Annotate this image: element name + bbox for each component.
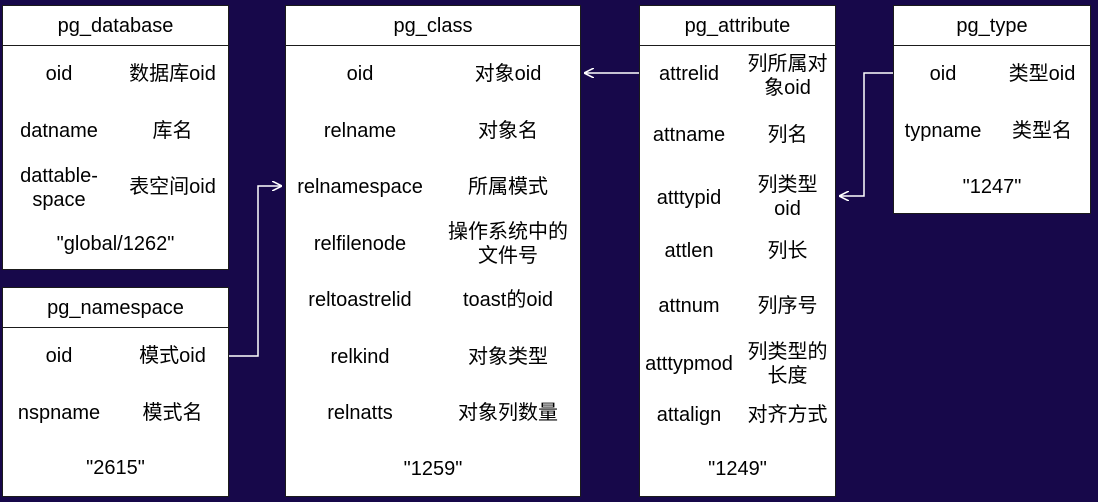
table-pg-attribute: pg_attribute attrelid 列所属对 象oid attname … — [639, 5, 836, 497]
table-pg-namespace: pg_namespace oid 模式oid nspname 模式名 "2615… — [2, 287, 229, 497]
namespace-to-class-connector — [229, 186, 281, 357]
field-desc: 数据库oid — [129, 63, 216, 85]
field-name: oid — [346, 63, 374, 85]
field-desc: 对象类型 — [468, 346, 548, 368]
field-desc: 操作系统中的 文件号 — [448, 221, 568, 267]
field-desc: 模式oid — [139, 345, 206, 367]
field-name: atttypid — [656, 187, 722, 209]
field-desc: 库名 — [152, 120, 193, 142]
field-name: relnatts — [327, 402, 393, 424]
field-desc: 类型oid — [1008, 63, 1076, 85]
field-name: datname — [20, 120, 98, 142]
field-desc: 列名 — [767, 124, 808, 146]
table-footer: "2615" — [86, 457, 145, 479]
type-to-attribute-connector — [840, 72, 893, 196]
field-desc: 所属模式 — [468, 176, 548, 198]
field-name: attrelid — [658, 63, 720, 85]
table-title: pg_attribute — [640, 6, 835, 46]
field-name: atttypmod — [645, 353, 733, 375]
table-footer: "global/1262" — [56, 233, 175, 255]
field-desc: 对象列数量 — [458, 402, 558, 424]
field-desc: 列类型的 长度 — [747, 341, 828, 387]
table-footer: "1249" — [708, 458, 767, 480]
table-pg-database: pg_database oid 数据库oid datname 库名 dattab… — [2, 5, 229, 270]
field-desc: 表空间oid — [129, 176, 216, 198]
field-name: relnamespace — [297, 176, 423, 198]
field-name: oid — [929, 63, 957, 85]
field-desc: 列长 — [767, 240, 808, 262]
table-title: pg_class — [286, 6, 580, 46]
field-name: oid — [45, 63, 73, 85]
field-name: attname — [652, 124, 726, 146]
field-name: reltoastrelid — [308, 289, 412, 311]
field-desc: toast的oid — [462, 289, 554, 311]
field-desc: 列序号 — [757, 295, 818, 317]
field-desc: 列类型 oid — [757, 174, 818, 220]
field-name: attlen — [664, 240, 714, 262]
field-name: nspname — [17, 402, 101, 424]
table-title: pg_namespace — [3, 288, 228, 328]
field-desc: 列所属对 象oid — [747, 53, 828, 99]
field-desc: 对象名 — [478, 120, 538, 142]
table-pg-class: pg_class oid 对象oid relname 对象名 relnamesp… — [285, 5, 581, 497]
field-desc: 类型名 — [1012, 120, 1072, 142]
field-name: relkind — [330, 346, 390, 368]
field-name: typname — [904, 120, 982, 142]
field-name: dattable- space — [20, 165, 98, 211]
table-title: pg_type — [894, 6, 1090, 46]
field-desc: 模式名 — [142, 402, 203, 424]
field-desc: 对齐方式 — [747, 404, 828, 426]
table-footer: "1247" — [962, 176, 1022, 198]
table-title: pg_database — [3, 6, 228, 46]
field-name: attalign — [656, 404, 722, 426]
field-name: relfilenode — [313, 233, 407, 255]
field-name: oid — [45, 345, 73, 367]
table-pg-type: pg_type oid 类型oid typname 类型名 "1247" — [893, 5, 1091, 214]
field-name: attnum — [658, 295, 720, 317]
field-name: relname — [323, 120, 397, 142]
table-footer: "1259" — [403, 458, 463, 480]
field-desc: 对象oid — [474, 63, 542, 85]
